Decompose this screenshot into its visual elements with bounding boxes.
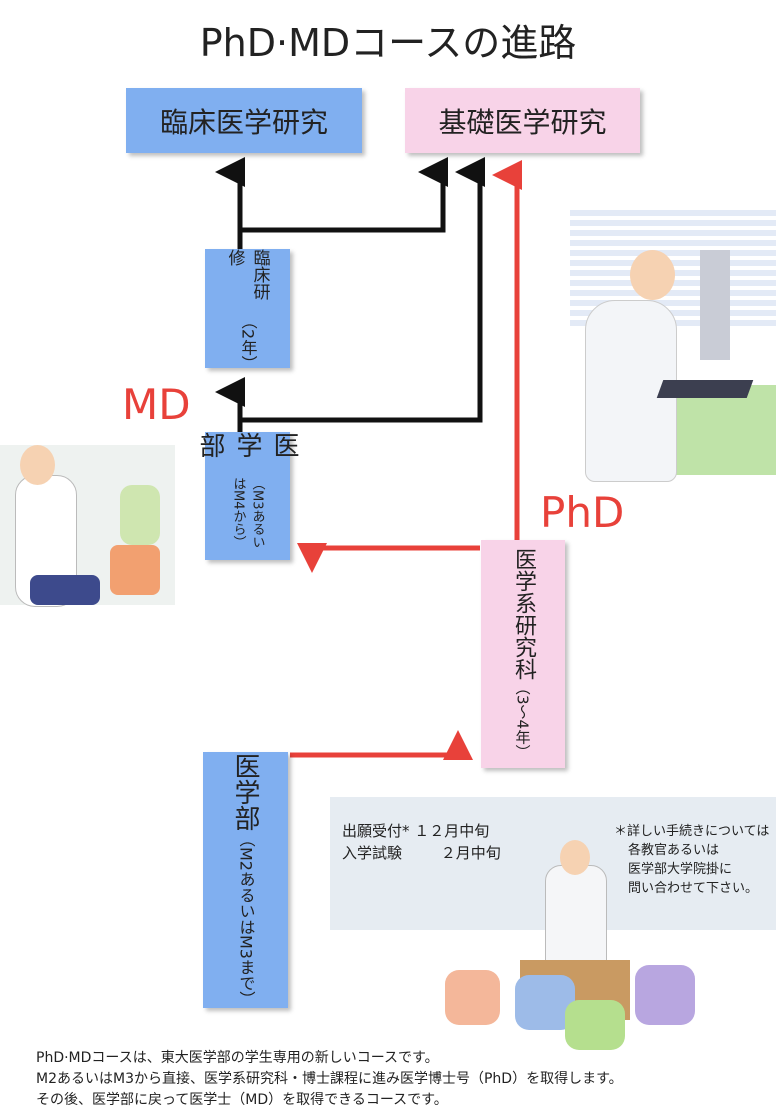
arrow-school-to-basic — [240, 157, 485, 423]
med-school-upper-box: 医学部 （M3あるいはM4から） — [195, 432, 299, 560]
clinical-training-label: 臨床研修 — [224, 249, 270, 300]
md-label: MD — [122, 380, 191, 429]
graduate-school-box: 医学系研究科 （3～4年） — [481, 540, 565, 768]
exam-label: 入学試験 — [342, 844, 403, 862]
footer-line: PhD·MDコースは、東大医学部の学生専用の新しいコースです。 — [36, 1050, 439, 1066]
contact-note: ＊詳しい手続きについては 各教官あるいは 医学部大学院掛に 問い合わせて下さい。 — [614, 822, 769, 898]
classroom-illustration — [445, 840, 705, 1050]
footer-line: その後、医学部に戻って医学士（MD）を取得できるコースです。 — [36, 1092, 448, 1106]
note-line: 医学部大学院掛に — [628, 862, 733, 877]
med-school-upper-sub: （M3あるいはM4から） — [230, 477, 265, 549]
clinical-training-duration: （2年） — [238, 313, 258, 372]
note-line: ＊詳しい手続きについては — [614, 824, 770, 839]
footer-description: PhD·MDコースは、東大医学部の学生専用の新しいコースです。 M2あるいはM3… — [36, 1048, 623, 1106]
clinic-illustration — [0, 445, 175, 670]
lab-illustration — [530, 210, 776, 485]
schedule: 出願受付* １２月中旬 入学試験 ２月中旬 — [342, 820, 501, 864]
clinical-training-box: 臨床研修 （2年） — [205, 249, 290, 372]
graduate-school-label: 医学系研究科 — [511, 548, 536, 681]
med-school-lower-box: 医学部 （M2あるいはM3まで） — [203, 752, 288, 1008]
application-date: １２月中旬 — [414, 822, 490, 840]
graduate-school-duration: （3～4年） — [513, 680, 532, 760]
med-school-lower-label: 医学部 — [230, 753, 260, 832]
basic-research-box: 基礎医学研究 — [405, 88, 640, 153]
med-school-lower-sub: （M2あるいはM3まで） — [236, 831, 256, 1007]
page-title: PhD·MDコースの進路 — [199, 21, 577, 65]
footer-line: M2あるいはM3から直接、医学系研究科・博士課程に進み医学博士号（PhD）を取得… — [36, 1071, 623, 1087]
exam-date: ２月中旬 — [440, 844, 501, 862]
note-line: 各教官あるいは — [628, 843, 720, 858]
clinical-research-box: 臨床医学研究 — [126, 88, 362, 153]
note-line: 問い合わせて下さい。 — [628, 881, 759, 896]
phd-label: PhD — [540, 488, 625, 537]
application-label: 出願受付* — [342, 822, 410, 840]
med-school-upper-label: 医学部 — [195, 432, 299, 458]
arrow-training-to-basic — [240, 157, 448, 233]
